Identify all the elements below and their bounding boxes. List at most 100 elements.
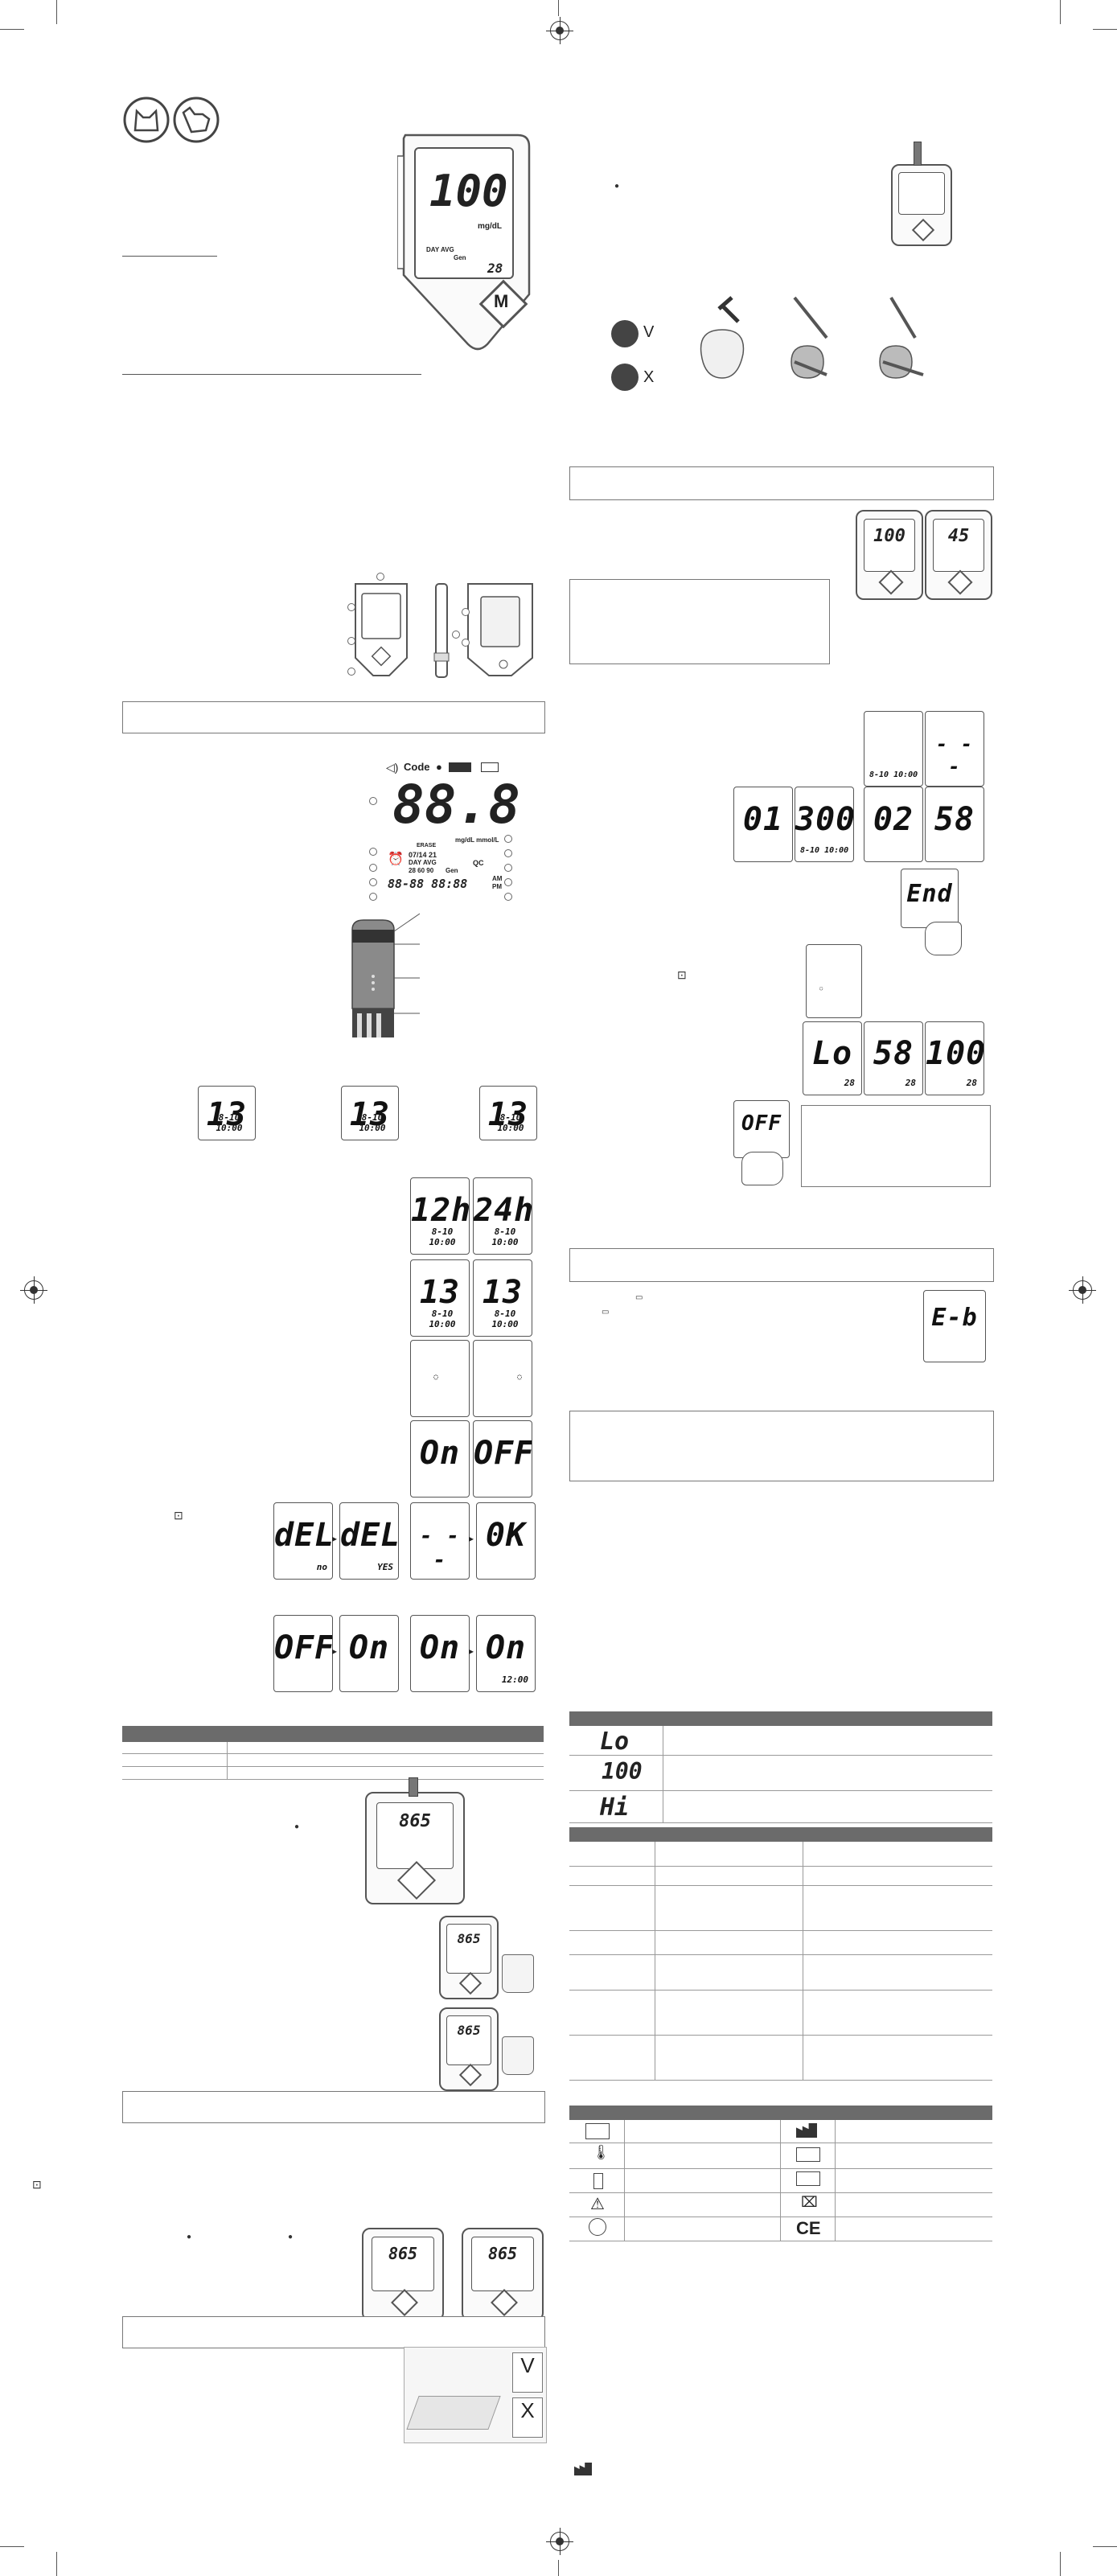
section-heading-box <box>569 1248 994 1282</box>
meter-off-illustration: OFF <box>730 1095 804 1190</box>
callout-marker <box>347 668 355 676</box>
meter-m-button <box>458 1971 483 1995</box>
fold-line <box>558 0 559 16</box>
section-heading-box <box>122 701 545 733</box>
serial-box-icon <box>796 2171 820 2186</box>
callout-marker <box>504 864 512 872</box>
meter-with-control-solution-1: 865 <box>439 1916 499 1999</box>
meter-parts-diagram <box>347 569 537 684</box>
registration-mark-icon <box>20 1276 47 1304</box>
meter-memory-2: 45 <box>925 510 992 600</box>
table-col-line <box>835 2120 836 2241</box>
meter-screen <box>898 171 945 215</box>
lcd-screen-time-1: 13 8-10 10:00 <box>410 1259 470 1337</box>
strip-icon <box>449 762 471 772</box>
battery-icon <box>481 762 499 772</box>
sample-check-wrong-icon <box>611 364 639 391</box>
temperature-limit-icon: 🌡 <box>592 2144 610 2160</box>
callout-marker <box>504 835 512 843</box>
display-qc: QC <box>473 859 484 867</box>
callout-marker <box>504 893 512 901</box>
meter-m-button <box>491 2289 518 2317</box>
registration-mark-icon <box>546 17 573 44</box>
result-symbol-lo: Lo <box>600 1728 630 1756</box>
meter-end-illustration: End <box>896 865 967 962</box>
lcd-screen-off: OFF <box>733 1100 790 1158</box>
display-day-avg: DAY AVG <box>409 859 437 866</box>
wipe-cloth-icon <box>406 2396 501 2430</box>
meter-applying-sample-2: 865 <box>462 2228 544 2321</box>
warning-icon: ⚠ <box>590 2196 605 2213</box>
sample-check-correct-icon <box>611 320 639 347</box>
lcd-screen-avg-blank: ◌ <box>806 944 862 1018</box>
fold-line <box>558 2560 559 2576</box>
lot-box-icon <box>796 2147 820 2162</box>
arrow-icon: ▸ <box>332 1645 338 1657</box>
callout-marker <box>347 637 355 645</box>
lcd-screen-time-2: 13 8-10 10:00 <box>473 1259 532 1337</box>
lcd-screen-12h: 12h 8-10 10:00 <box>410 1177 470 1255</box>
table-row-line <box>122 1753 544 1754</box>
lcd-screen-delete-dashes: - - - <box>410 1502 470 1580</box>
section-heading-box <box>569 466 994 500</box>
date-time: 8-10 10:00 <box>869 770 918 779</box>
callout-marker <box>452 631 460 639</box>
weee-bin-icon: ⌧ <box>801 2194 818 2210</box>
callout-marker <box>462 608 470 616</box>
callout-marker <box>347 603 355 611</box>
lcd-screen-memory-dashes: - - - <box>925 711 984 787</box>
meter-applying-sample-1: 865 <box>362 2228 444 2321</box>
table-row-line <box>122 1779 544 1780</box>
lcd-screen-delete-yes: dEL YES <box>339 1502 399 1580</box>
blood-drop-icon: ● <box>294 1822 300 1831</box>
table-row-line <box>569 2080 992 2081</box>
lcd-screen-alarm-on-2: On <box>410 1615 470 1692</box>
cleaning-illustration: V X <box>404 2347 547 2443</box>
meter-day-count: 28 <box>487 261 503 276</box>
table-row-line <box>569 2035 992 2036</box>
manufacturer-icon <box>796 2123 817 2138</box>
lcd-screen-setup-2: 13 8-10 10:00 <box>341 1086 399 1140</box>
meter-screen: 45 <box>933 518 984 572</box>
display-units: mg/dL mmol/L <box>455 836 499 844</box>
speaker-icon: ◁) <box>386 761 399 774</box>
lcd-screen-memory-01: 01 <box>733 787 793 862</box>
cat-dog-logo-icon <box>123 97 220 143</box>
crop-mark <box>1060 2552 1061 2576</box>
note-box <box>569 579 830 664</box>
meter-m-button <box>911 219 935 242</box>
heading-underline <box>122 256 217 257</box>
table-row-line <box>569 1790 992 1791</box>
result-symbol-hi: Hi <box>600 1793 630 1822</box>
crop-mark <box>1060 0 1061 24</box>
manufacturer-icon <box>574 2463 592 2475</box>
table-row-line <box>122 1766 544 1767</box>
control-solution-vial-icon <box>502 1954 534 1993</box>
erase-label: ERASE <box>417 843 437 848</box>
section-heading-box <box>122 2091 545 2123</box>
test-strip-illustration <box>351 913 420 1037</box>
callout-marker <box>504 878 512 886</box>
lcd-screen-avg-lo: Lo 28 <box>803 1021 862 1095</box>
table-col-line <box>227 1742 228 1779</box>
table-col-line <box>624 2120 625 2241</box>
table-col-line <box>780 2120 781 2241</box>
blood-drop-icon: ● <box>614 182 620 191</box>
section-heading-box <box>569 1411 994 1481</box>
table-header-row <box>569 2106 992 2120</box>
meter-unit: mg/dL <box>478 222 502 231</box>
callout-marker <box>462 639 470 647</box>
display-am: AM <box>492 875 503 882</box>
full-display-demo: ◁) Code ● 88.8 mg/dL mmol/L ERASE ⏰ 07/1… <box>372 756 520 899</box>
test-strip-top <box>409 1777 418 1797</box>
meter-insert-strip-illustration <box>891 164 952 246</box>
arrow-icon: ▸ <box>469 1645 474 1657</box>
lcd-screen-24h: 24h 8-10 10:00 <box>473 1177 532 1255</box>
correct-icon: V <box>512 2352 543 2393</box>
blood-drop-icon: ● <box>187 2233 192 2241</box>
note-box <box>801 1105 991 1187</box>
display-date: 07/14 21 <box>409 851 437 859</box>
meter-screen: 865 <box>446 2015 491 2065</box>
glucose-meter-illustration: 100 mg/dL DAY AVG Gen 28 M <box>397 134 536 375</box>
table-row-line <box>569 1755 992 1756</box>
